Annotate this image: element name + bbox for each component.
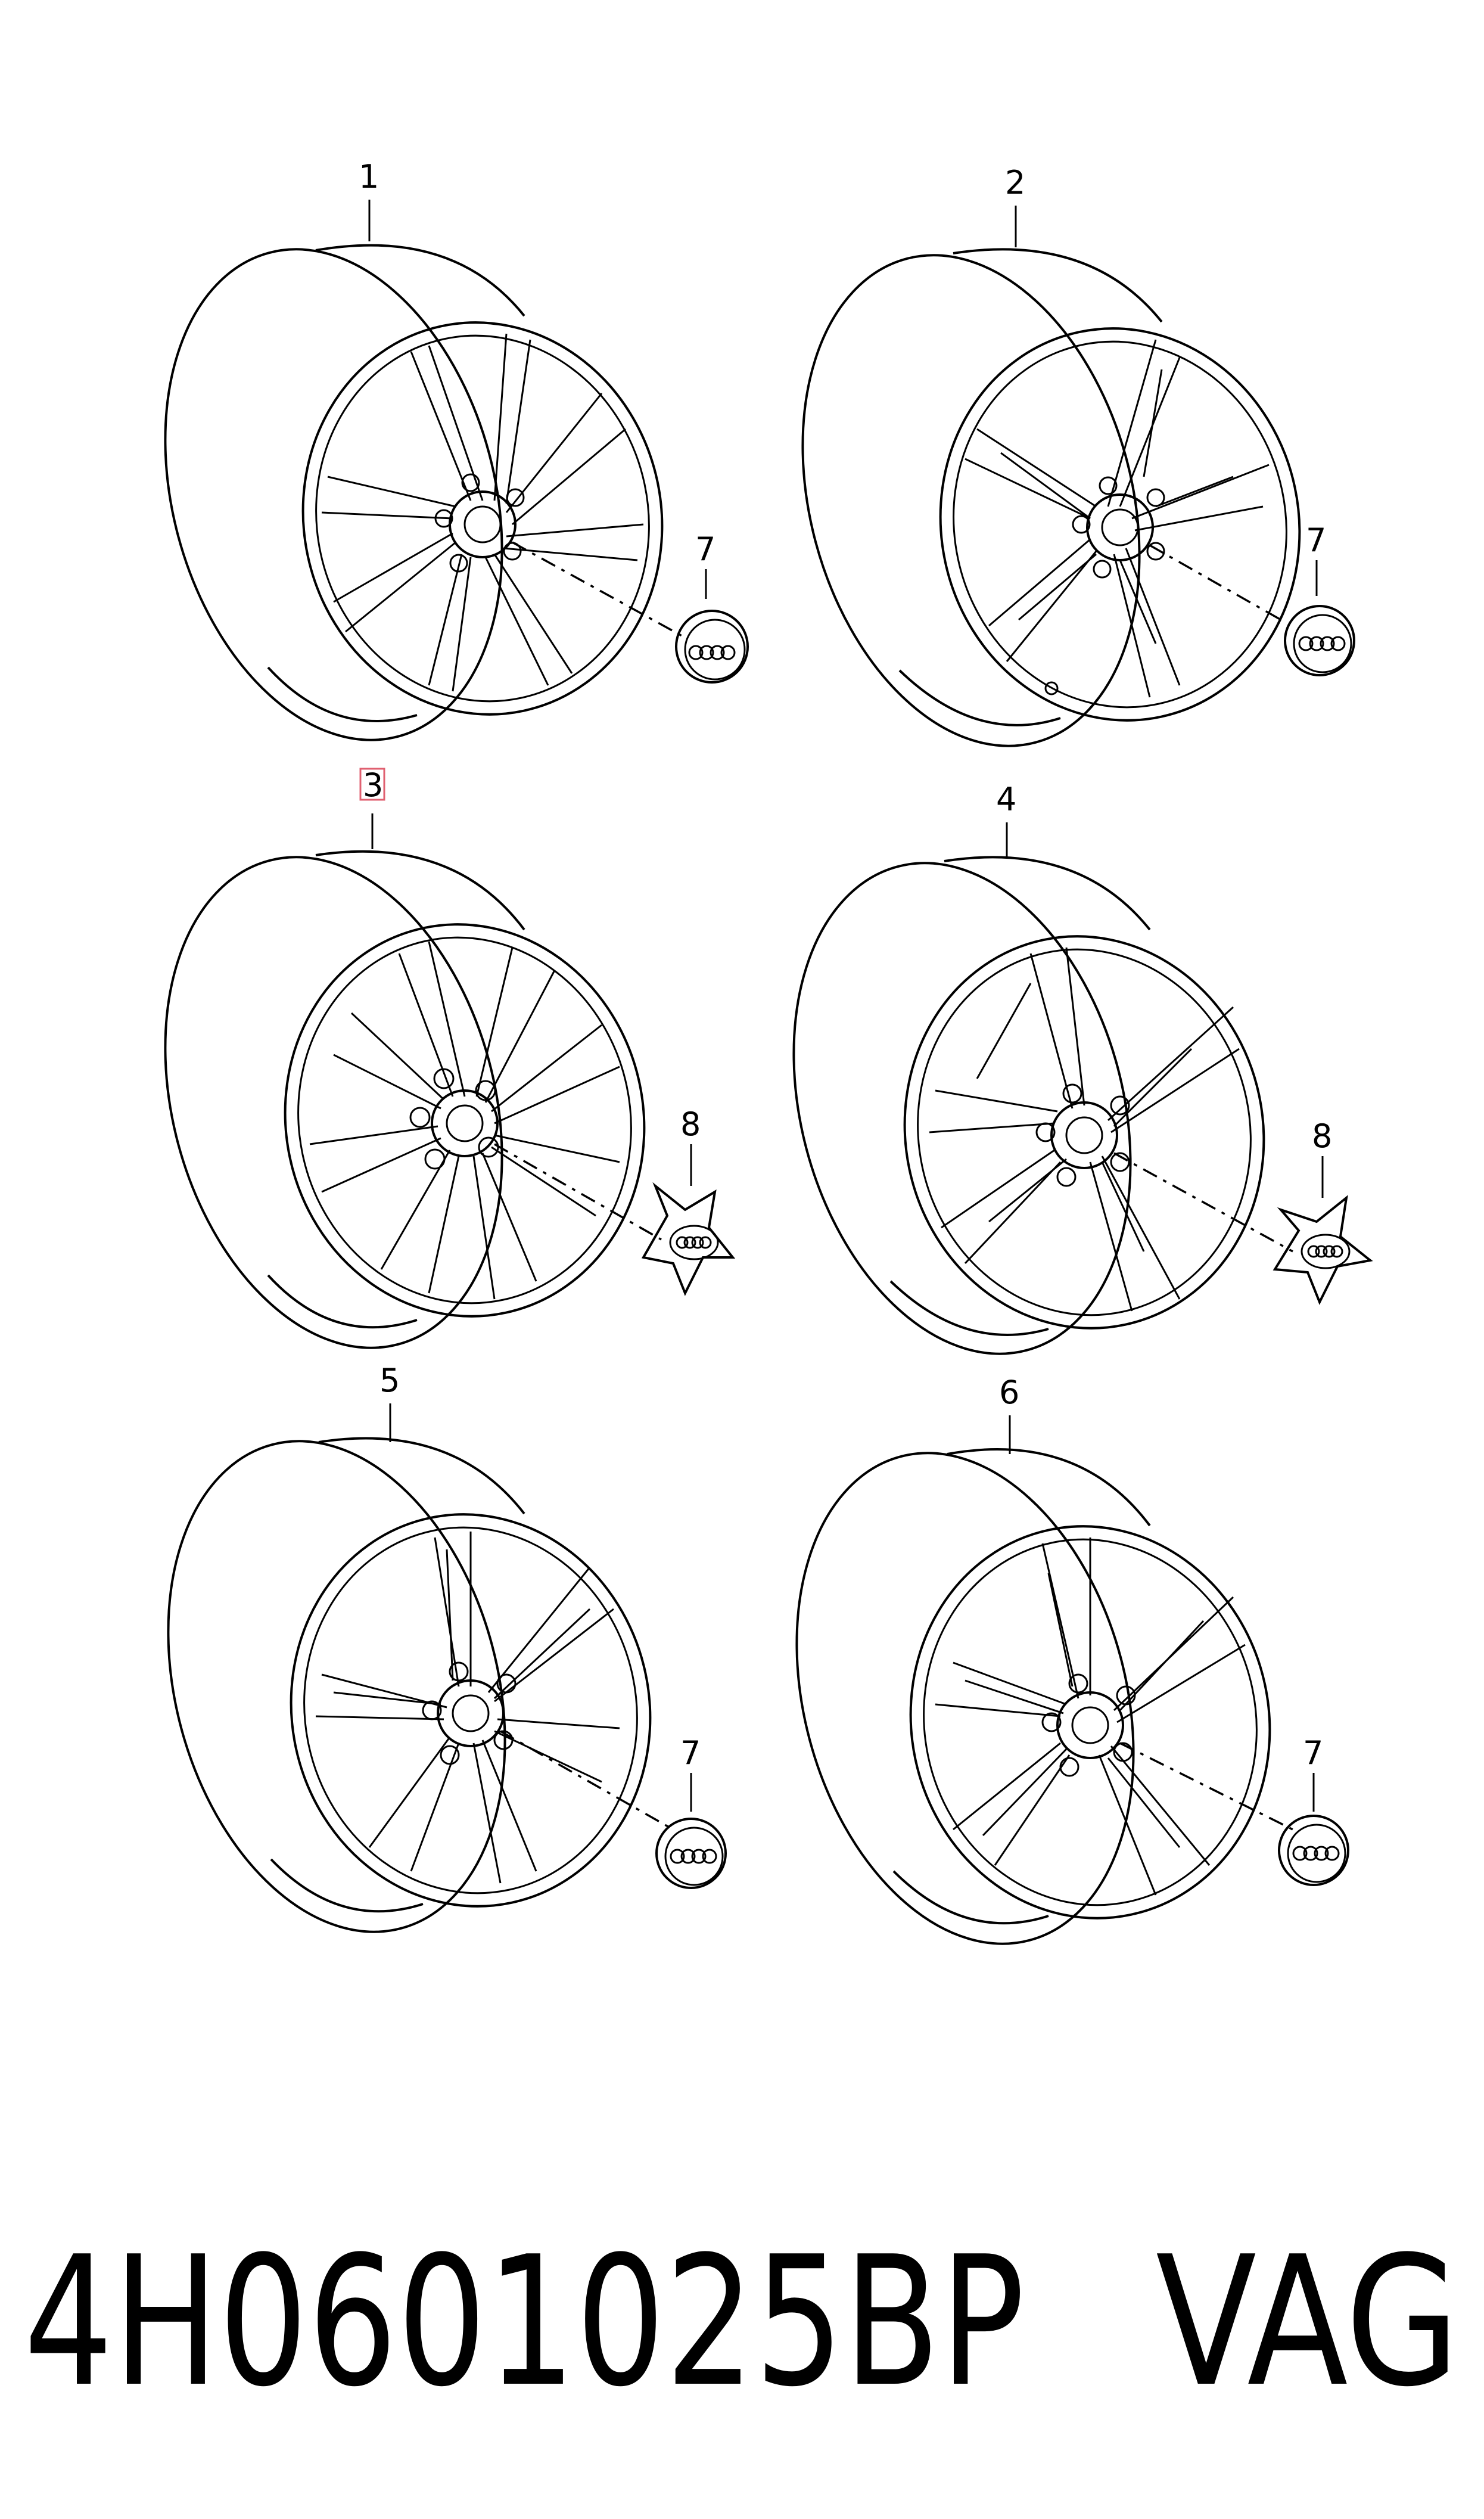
part-number-label: 4H0601025BP [24, 2218, 1025, 2426]
center-cap-6[interactable] [1278, 1815, 1349, 1886]
audi-rings-icon [1298, 636, 1346, 651]
wheel-5[interactable]: 5 7 [116, 1362, 727, 1970]
wheel-2[interactable]: 2 7 [751, 164, 1355, 784]
audi-rings-icon [688, 645, 736, 660]
wheel-6[interactable]: 6 7 [745, 1374, 1349, 1982]
callout-wheel-6: 6 [999, 1374, 1019, 1411]
center-cap-3[interactable] [641, 1182, 736, 1296]
callout-wheel-2: 2 [1005, 164, 1025, 201]
center-cap-5[interactable] [655, 1818, 727, 1889]
wheel-3[interactable]: 3 8 [113, 766, 736, 1386]
callout-cap-6: 7 [1303, 1734, 1323, 1772]
callout-wheel-3: 3 [363, 766, 383, 804]
callout-cap-5: 7 [680, 1734, 701, 1772]
callout-cap-3: 8 [680, 1105, 701, 1143]
wheel-1[interactable]: 1 7 [113, 158, 749, 778]
center-cap-4[interactable] [1273, 1195, 1373, 1305]
callout-cap-4: 8 [1312, 1117, 1332, 1155]
center-cap-2[interactable] [1284, 605, 1355, 676]
highlight-box [359, 768, 385, 801]
audi-rings-icon [1307, 1245, 1343, 1258]
callout-cap-2: 7 [1306, 521, 1326, 559]
callout-wheel-1: 1 [359, 158, 379, 195]
audi-rings-icon [676, 1236, 712, 1249]
callout-wheel-4: 4 [996, 781, 1016, 818]
wheel-4[interactable]: 4 8 [742, 781, 1373, 1392]
center-cap-1[interactable] [675, 610, 749, 684]
callout-wheel-5: 5 [379, 1362, 400, 1399]
callout-cap-1: 7 [695, 530, 715, 568]
brand-label: VAG [1156, 2218, 1460, 2426]
audi-rings-icon [670, 1849, 717, 1864]
audi-rings-icon [1292, 1846, 1340, 1861]
